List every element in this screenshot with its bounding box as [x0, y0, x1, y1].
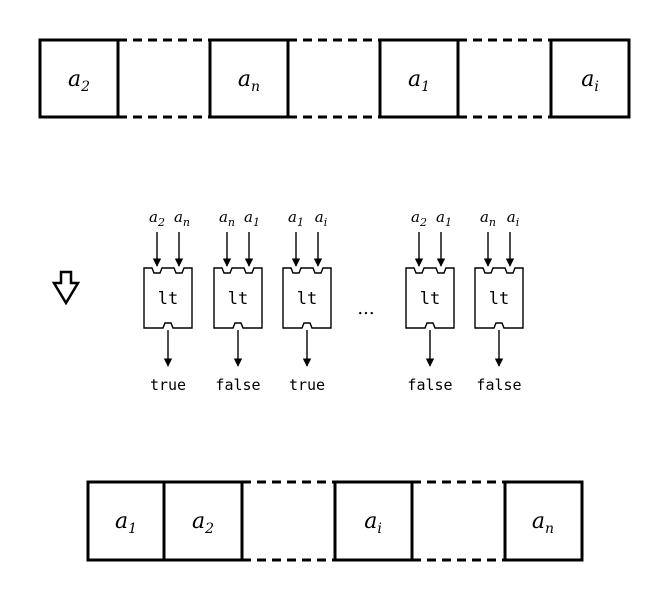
comparator-label: lt: [297, 289, 317, 309]
top-cell-1: [38, 38, 120, 119]
comparator-box: [474, 267, 524, 329]
comparator-output: true: [150, 376, 186, 394]
comparator-output: false: [476, 376, 521, 394]
comparator-box: [405, 267, 455, 329]
comparator-unit: a2 a1 lt false: [405, 208, 455, 394]
comparator-input-right: ai: [315, 208, 327, 229]
comparator-output: false: [407, 376, 452, 394]
comparator-output: false: [215, 376, 260, 394]
comparator-input-left: a2: [149, 208, 165, 229]
comparator-input-left: an: [480, 208, 496, 229]
bottom-cell-6-label: an: [532, 509, 554, 537]
comparator-input-right: a1: [244, 208, 260, 229]
comparator-unit: an a1 lt false: [213, 208, 263, 394]
bottom-cell-6: [503, 480, 584, 562]
comparator-input-left: an: [219, 208, 235, 229]
comparator-output: true: [289, 376, 325, 394]
top-cell-1-label: a2: [68, 67, 90, 95]
top-cell-3: [208, 38, 290, 119]
comparator-box: [213, 267, 263, 329]
down-arrow-icon: [51, 270, 81, 306]
top-array: [38, 38, 631, 119]
top-cell-7: [549, 38, 631, 119]
comparator-input-right: a1: [436, 208, 452, 229]
bottom-cell-4-label: ai: [364, 509, 382, 537]
bottom-cell-2-label: a2: [192, 509, 214, 537]
comparator-label: lt: [228, 289, 248, 309]
comparator-input-left: a2: [411, 208, 427, 229]
comparator-box: [282, 267, 332, 329]
top-dashed-gaps: [118, 38, 551, 119]
bottom-cell-1-label: a1: [115, 509, 137, 537]
comparator-unit: a2 an lt true: [143, 208, 193, 394]
top-cell-5: [378, 38, 460, 119]
ellipsis: ...: [357, 298, 374, 319]
comparator-label: lt: [420, 289, 440, 309]
bottom-cell-4: [333, 480, 414, 562]
bottom-cell-2: [162, 480, 244, 562]
comparator-box: [143, 267, 193, 329]
top-cell-7-label: ai: [581, 67, 599, 95]
comparator-label: lt: [158, 289, 178, 309]
top-cell-5-label: a1: [408, 67, 430, 95]
top-cell-3-label: an: [238, 67, 260, 95]
comparator-input-left: a1: [288, 208, 304, 229]
comparator-input-right: an: [174, 208, 190, 229]
comparator-unit: a1 ai lt true: [282, 208, 332, 394]
comparator-label: lt: [489, 289, 509, 309]
bottom-dashed-gaps: [242, 480, 505, 562]
comparator-row: a2 an lt true an a1 lt false a1 ai lt true a2 a1 lt fal…: [143, 208, 524, 394]
comparator-input-right: ai: [507, 208, 519, 229]
bottom-array: [86, 480, 584, 562]
